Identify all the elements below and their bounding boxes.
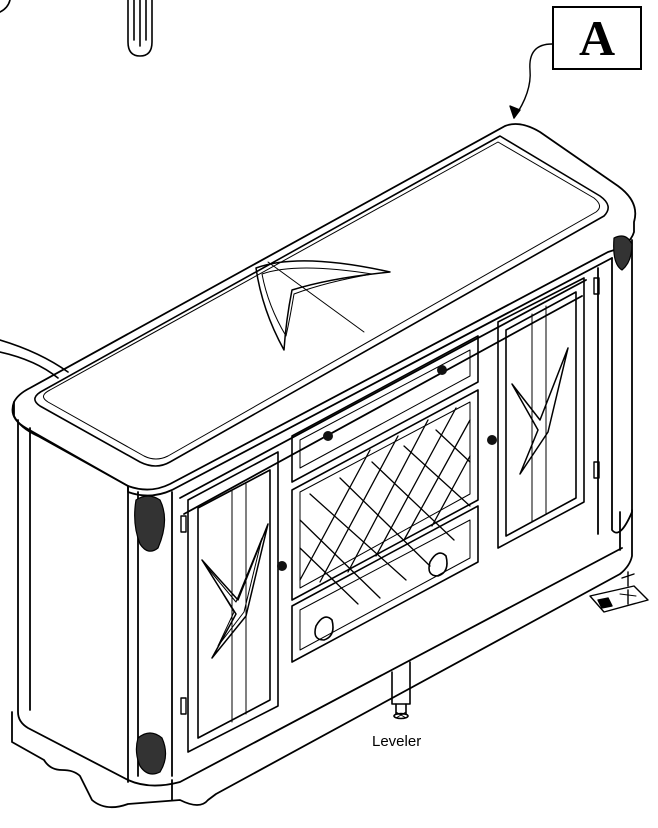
leveler-part [391,661,411,720]
cabinet-body [11,239,633,809]
right-door [487,277,585,549]
carved-ornaments [134,235,633,775]
hinges [180,277,600,715]
left-arc-part [0,339,69,373]
center-section [291,335,479,663]
leveler-detail [589,571,649,613]
leveler-label: Leveler [372,733,422,750]
callout-leader [513,43,553,119]
peg-part [0,0,153,57]
callout-label-a: A [552,6,642,70]
left-door [187,451,287,753]
